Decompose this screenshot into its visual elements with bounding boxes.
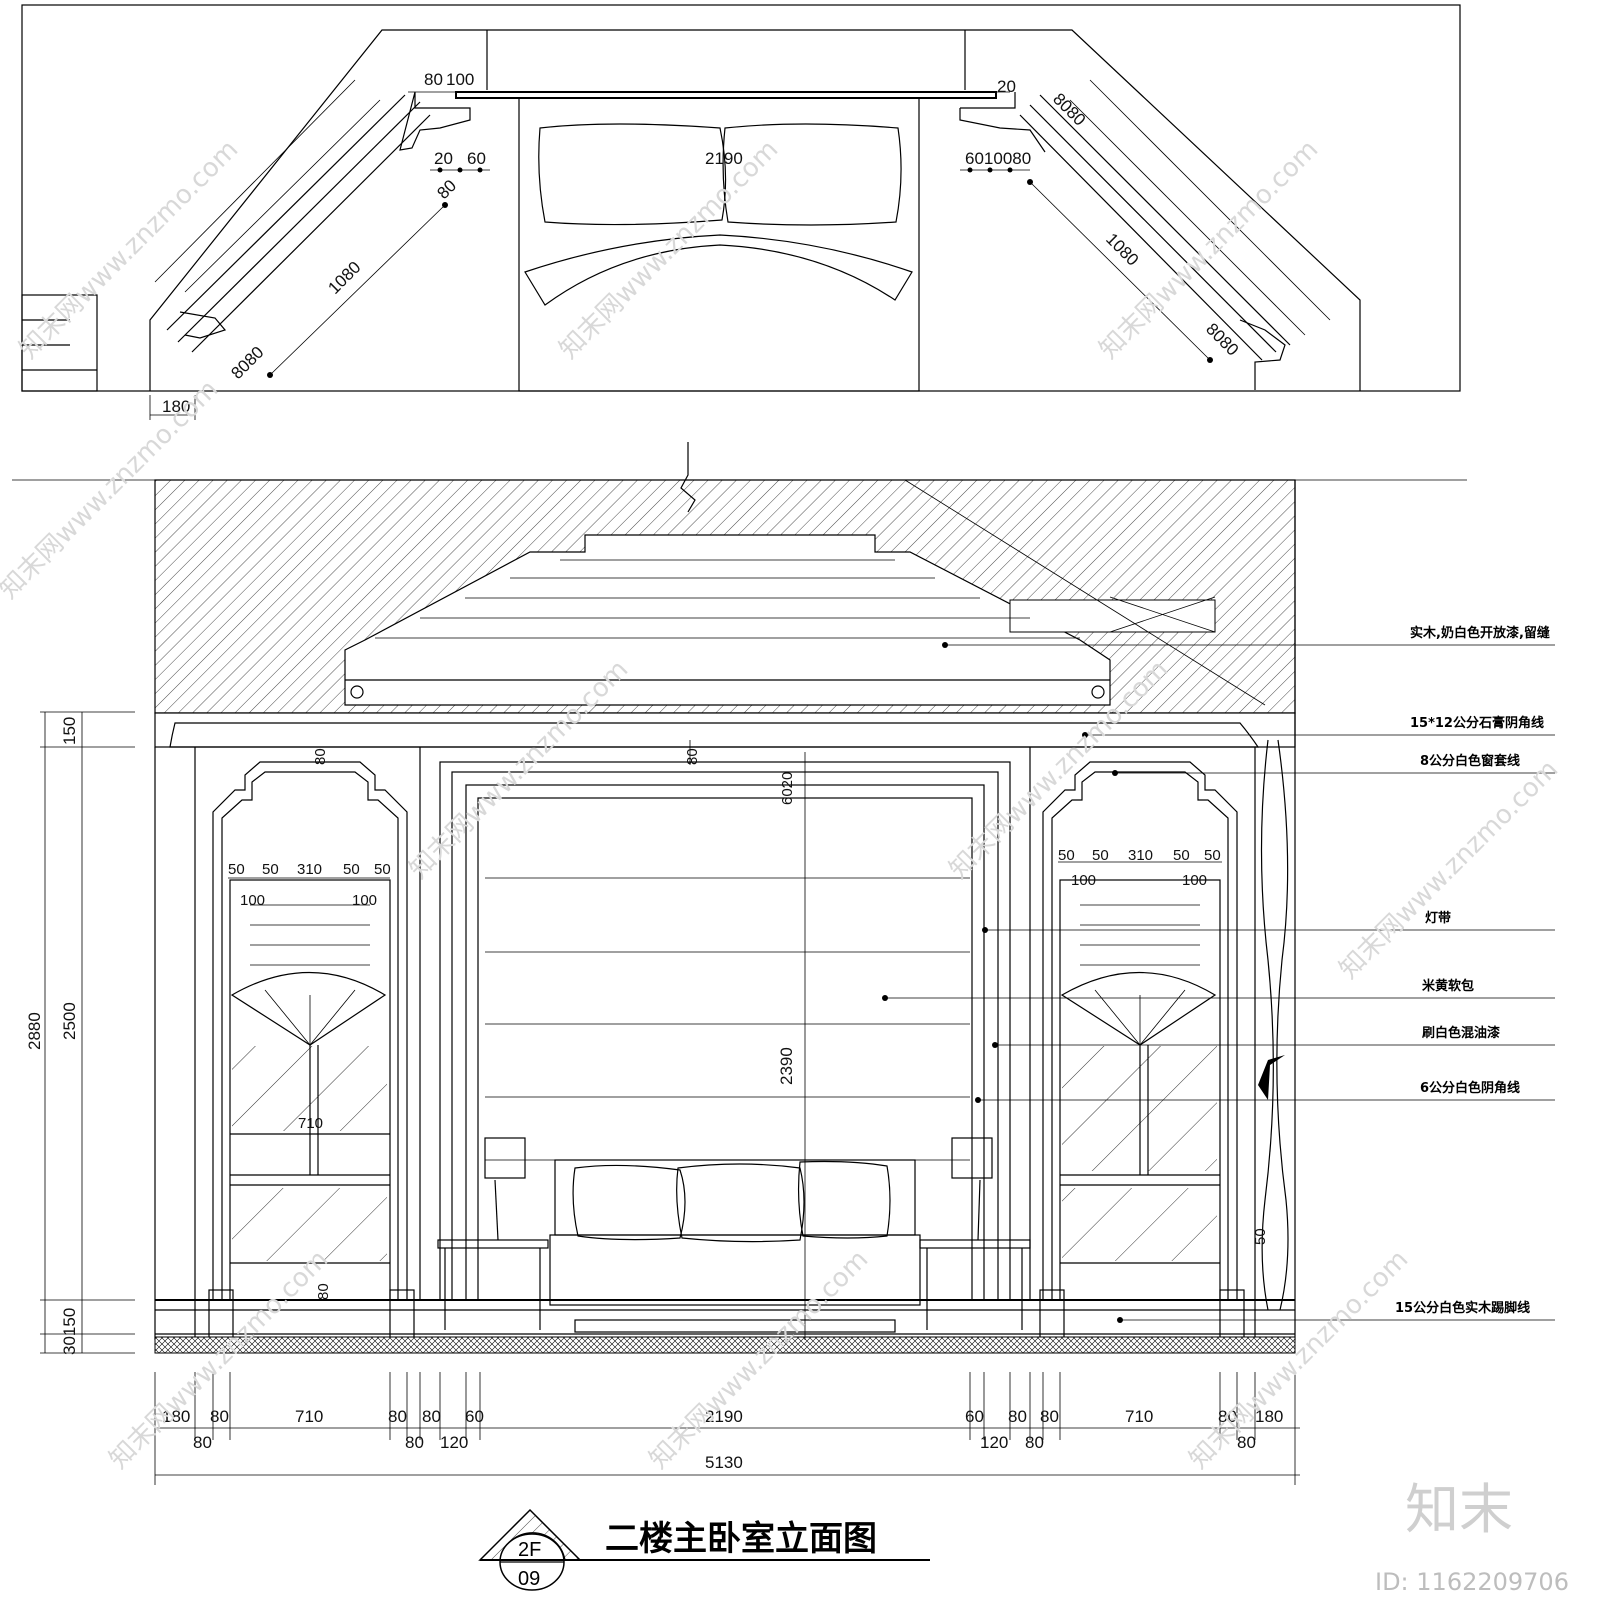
note-skirting: 15公分白色实木踢脚线 [1395,1300,1530,1316]
plan-dim-80-angled-left: 80 [433,176,460,203]
plan-dim-60-left: 60 [467,149,486,168]
dim-b-60-left: 60 [465,1407,484,1426]
dim-b-710-right: 710 [1125,1407,1153,1426]
win-left-dim-50d: 50 [374,861,391,878]
dim-b-80-5: 80 [1040,1407,1059,1426]
win-right-dim-100b: 100 [1182,872,1207,889]
watermark-2: 知末网www.znzmo.com [554,134,785,365]
dim-b-80-1: 80 [210,1407,229,1426]
win-right-dim-50c: 50 [1173,847,1190,864]
title-block: 2F 09 二楼主卧室立面图 [478,1508,930,1591]
win-left-dim-50b: 50 [262,861,279,878]
win-right-dim-50b: 50 [1092,847,1109,864]
dim-sub-120-1: 120 [440,1433,468,1452]
plan-dim-20-right: 20 [997,77,1016,96]
brand-logo: 知末 [1405,1478,1513,1541]
dim-b-60-right: 60 [965,1407,984,1426]
win-right-dim-50a: 50 [1058,847,1075,864]
dim-sub-80-2: 80 [405,1433,424,1452]
watermark-6: 知末网www.znzmo.com [1334,754,1565,985]
dim-6020: 6020 [779,772,796,805]
dim-sub-80-4: 80 [1237,1433,1256,1452]
plan-view: 80 100 20 20 60 2190 6010080 80 1080 808… [21,4,1461,420]
win-left-dim-100a: 100 [240,892,265,909]
dim-skirt-80: 80 [315,1283,332,1300]
watermark-9: 知末网www.znzmo.com [1184,1244,1415,1475]
note-soft-panel: 米黄软包 [1422,978,1474,994]
brand-id: ID: 1162209706 [1375,1568,1569,1596]
plan-dim-180: 180 [162,397,190,416]
dim-b-80-6: 80 [1218,1407,1237,1426]
plan-dim-1080-left: 1080 [324,258,364,298]
dim-150: 150 [60,717,79,745]
dim-b-80-4: 80 [1008,1407,1027,1426]
dim-total-5130: 5130 [705,1453,743,1472]
dim-b-710-left: 710 [295,1407,323,1426]
plan-dim-8080-left-bottom: 8080 [227,343,267,383]
dim-b-80-3: 80 [422,1407,441,1426]
symbol-sheet: 09 [518,1568,540,1590]
elevation-view: 2880 2500 150 30150 50 50 310 50 50 100 … [12,442,1555,1485]
win-left-dim-310: 310 [297,861,322,878]
plan-dim-6010080: 6010080 [965,149,1031,168]
plan-dim-2190: 2190 [705,149,743,168]
dim-sub-80-1: 80 [193,1433,212,1452]
plan-dim-1080-right: 1080 [1102,229,1142,269]
left-window [208,761,415,1341]
dim-left-80: 80 [312,748,329,765]
dim-sub-80-3: 80 [1025,1433,1044,1452]
brand-block: 知末 ID: 1162209706 [1375,1478,1569,1596]
win-left-dim-710: 710 [298,1115,323,1132]
note-window-casing: 8公分白色窗套线 [1420,753,1520,769]
symbol-floor: 2F [518,1539,541,1561]
plan-dim-8080-right-bottom: 8080 [1202,319,1242,359]
win-right-dim-310: 310 [1128,847,1153,864]
dim-2880: 2880 [25,1012,44,1050]
win-left-dim-50c: 50 [343,861,360,878]
win-right-dim-100a: 100 [1071,872,1096,889]
watermark-1: 知末网www.znzmo.com [14,134,245,365]
watermark-7: 知末网www.znzmo.com [104,1244,335,1475]
win-right-dim-50d: 50 [1204,847,1221,864]
dim-50-right: 50 [1252,1228,1269,1245]
watermark-8: 知末网www.znzmo.com [644,1244,875,1475]
dim-b-180-right: 180 [1255,1407,1283,1426]
dim-b-180-left: 180 [162,1407,190,1426]
note-corner-line: 6公分白色阴角线 [1420,1080,1520,1096]
dim-center-80: 80 [684,748,701,765]
dim-2500: 2500 [60,1002,79,1040]
right-window [1039,761,1245,1341]
plan-dim-80-left: 80 [424,70,443,89]
drawing-title: 二楼主卧室立面图 [605,1519,877,1559]
win-left-dim-100b: 100 [352,892,377,909]
note-plaster-cornice: 15*12公分石膏阴角线 [1410,715,1544,731]
dim-b-80-2: 80 [388,1407,407,1426]
win-left-dim-50a: 50 [228,861,245,878]
dim-30150: 30150 [60,1308,79,1355]
note-solid-wood: 实木,奶白色开放漆,留缝 [1410,625,1550,641]
dim-b-2190: 2190 [705,1407,743,1426]
note-white-paint: 刷白色混油漆 [1422,1025,1500,1041]
note-light-strip: 灯带 [1425,910,1451,926]
plan-dim-20-left: 20 [434,149,453,168]
plan-dim-100-left: 100 [446,70,474,89]
dim-sub-120-2: 120 [980,1433,1008,1452]
dim-2390: 2390 [777,1047,796,1085]
